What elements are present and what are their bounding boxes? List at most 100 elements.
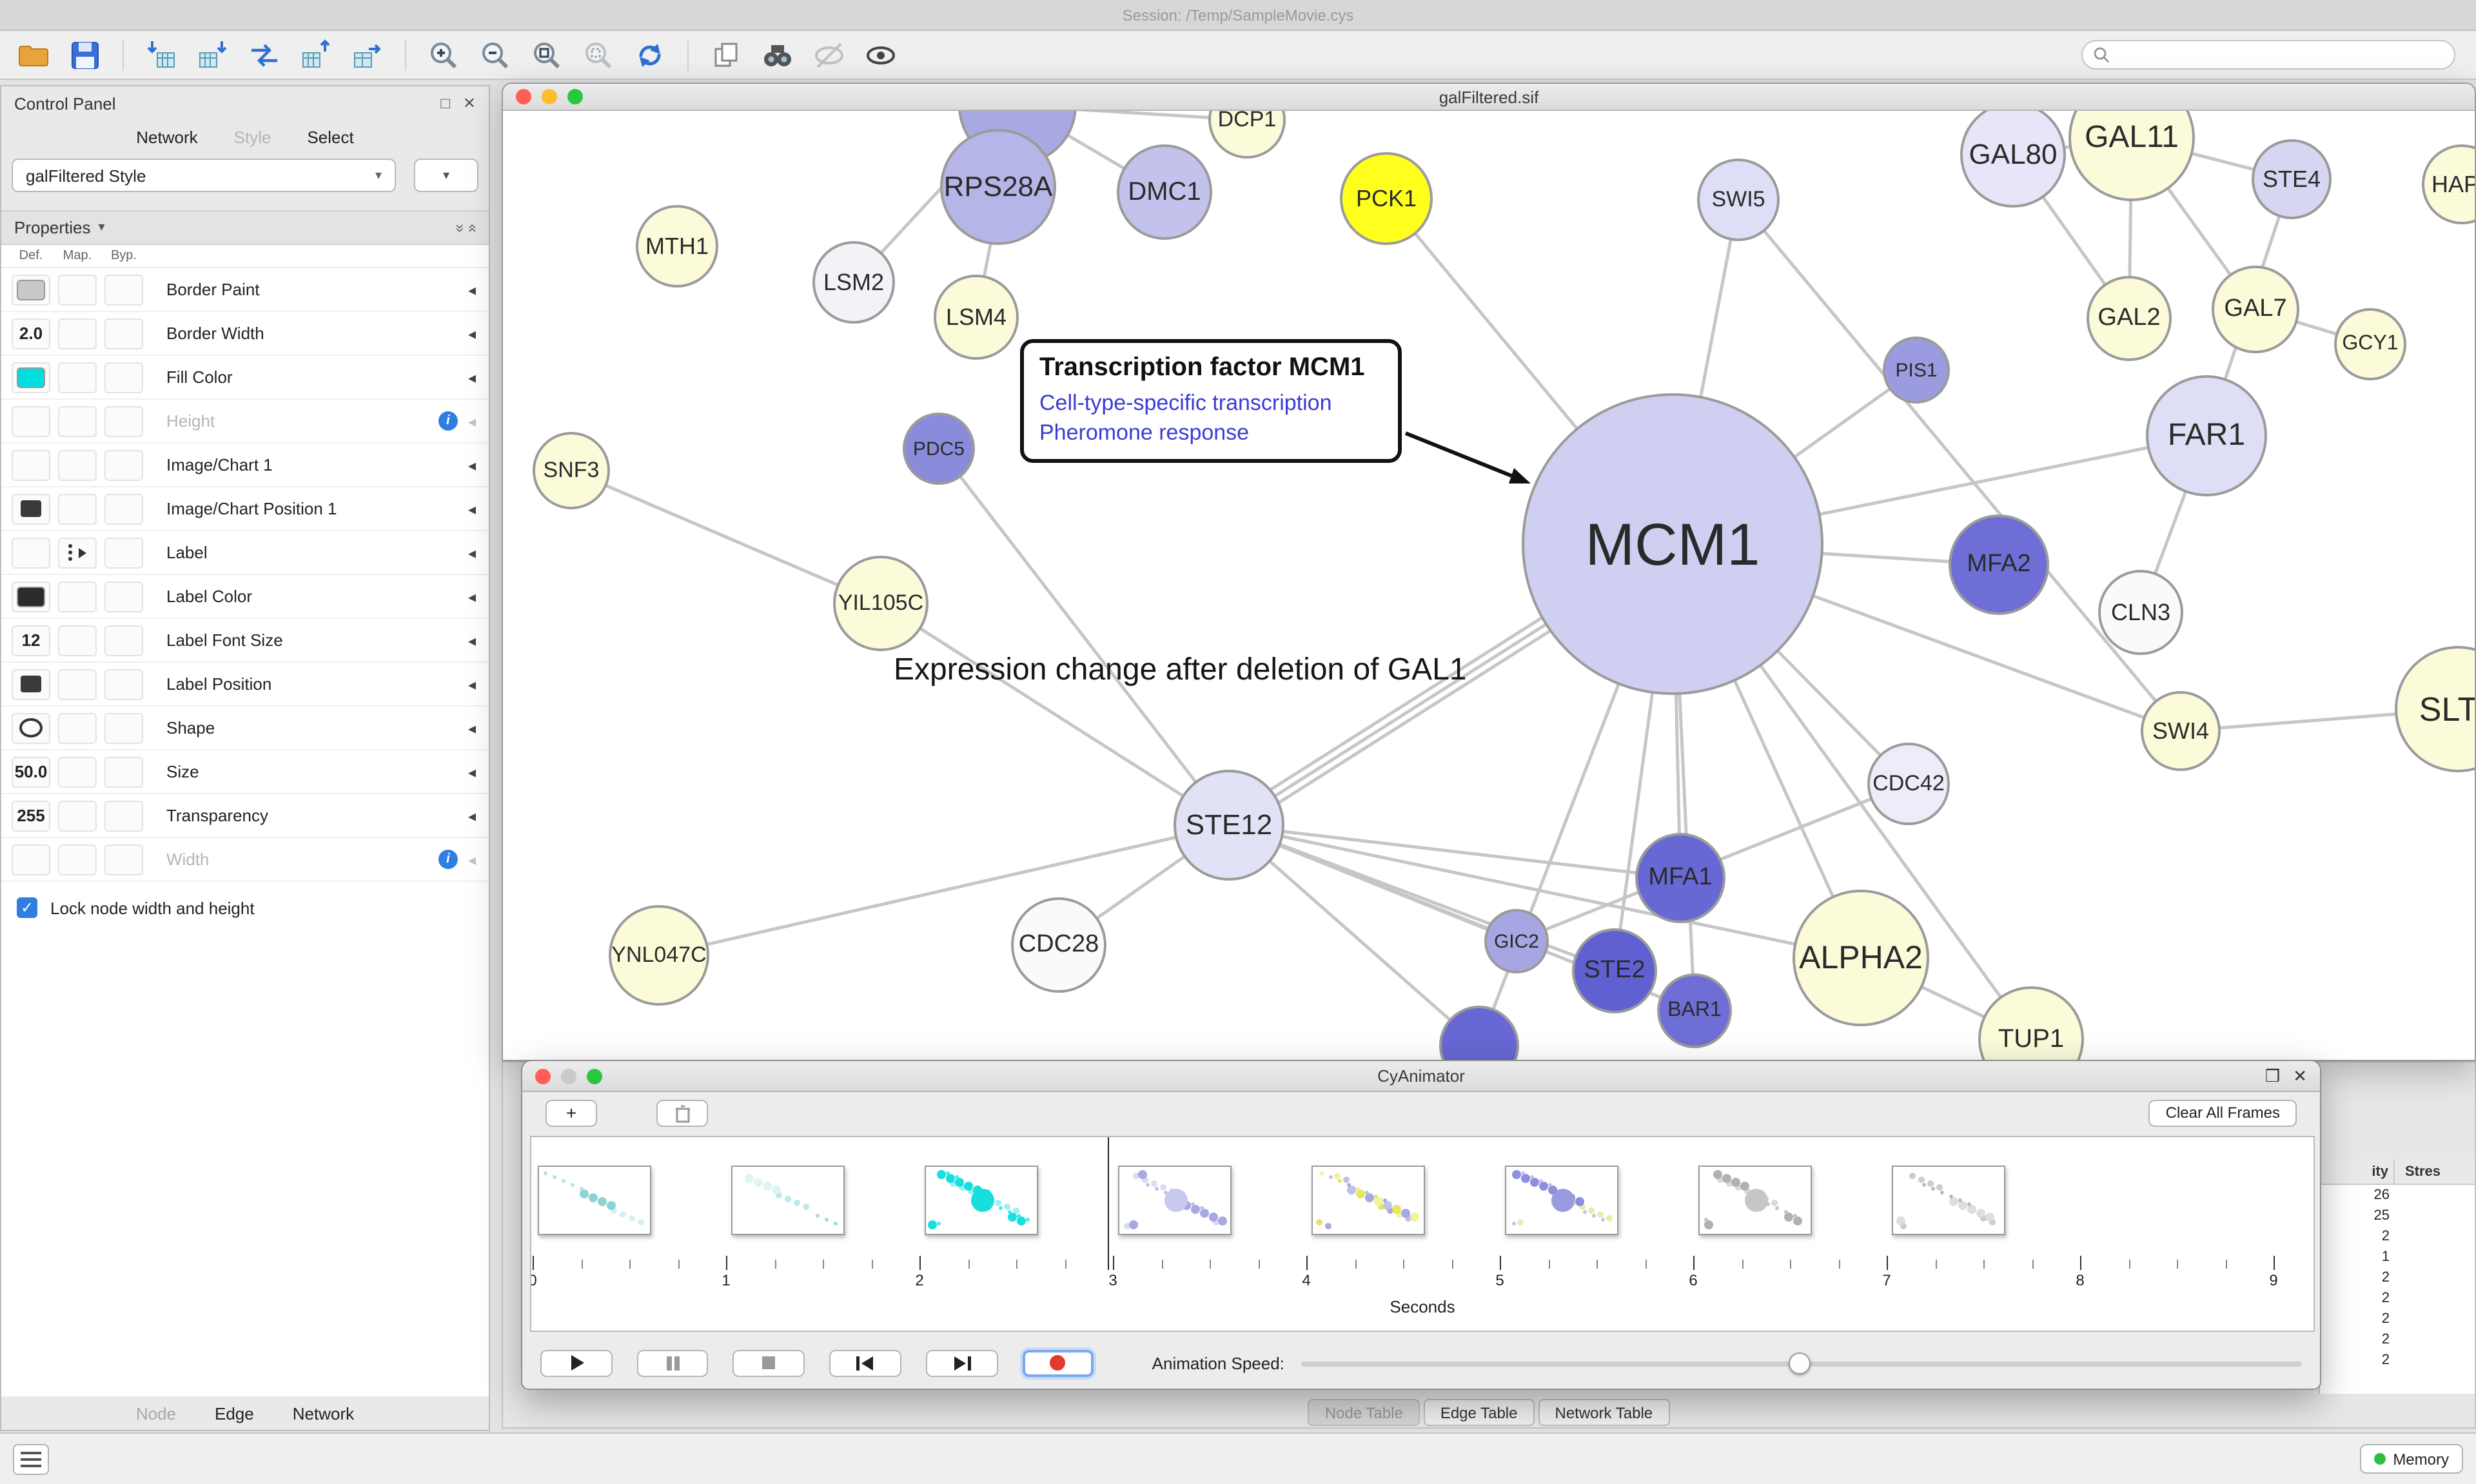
frame-thumbnail[interactable] (1892, 1166, 2005, 1235)
timeline[interactable]: Seconds 0123456789 (530, 1136, 2315, 1332)
cyanimator-titlebar[interactable]: CyAnimator ❒ ✕ (522, 1061, 2320, 1092)
bypass-cell[interactable] (104, 537, 143, 568)
animation-speed-slider[interactable] (1301, 1349, 2302, 1376)
search-input[interactable] (2117, 46, 2444, 64)
tab-select[interactable]: Select (307, 127, 354, 146)
expand-arrow-icon[interactable]: ◂ (467, 456, 476, 474)
expand-arrow-icon[interactable]: ◂ (467, 631, 476, 649)
property-row[interactable]: Label Color◂ (1, 575, 489, 619)
network-node[interactable]: ALPHA2 (1793, 890, 1929, 1026)
network-node[interactable]: CDC42 (1867, 743, 1950, 825)
bypass-cell[interactable] (104, 625, 143, 656)
mapping-cell[interactable] (58, 669, 97, 699)
frame-thumbnail[interactable] (1312, 1166, 1425, 1235)
network-node[interactable]: YNL047C (609, 905, 709, 1006)
network-window-titlebar[interactable]: galFiltered.sif (503, 84, 2475, 111)
network-node[interactable]: DMC1 (1117, 144, 1212, 240)
properties-header[interactable]: Properties ▾ »» (1, 211, 489, 245)
mapping-cell[interactable] (58, 493, 97, 524)
record-button[interactable] (1022, 1349, 1094, 1376)
network-node[interactable]: RPS28A (940, 129, 1056, 245)
bypass-cell[interactable] (104, 800, 143, 831)
frame-thumbnail[interactable] (1118, 1166, 1232, 1235)
minimize-window-icon[interactable] (561, 1068, 576, 1084)
zoom-out-icon[interactable] (472, 35, 518, 74)
bypass-cell[interactable] (104, 318, 143, 349)
expand-arrow-icon[interactable]: ◂ (467, 543, 476, 561)
expand-arrow-icon[interactable]: ◂ (467, 806, 476, 825)
frame-thumbnail[interactable] (731, 1166, 845, 1235)
network-node[interactable]: GAL2 (2087, 276, 2172, 361)
network-node[interactable]: PDC5 (903, 413, 975, 485)
default-value-cell[interactable] (12, 274, 50, 305)
bypass-cell[interactable] (104, 844, 143, 875)
expand-arrow-icon[interactable]: ◂ (467, 850, 476, 868)
close-window-icon[interactable] (535, 1068, 551, 1084)
default-value-cell[interactable]: 12 (12, 625, 50, 656)
open-session-icon[interactable] (10, 35, 57, 74)
network-node[interactable]: SWI4 (2141, 691, 2221, 771)
style-dropdown[interactable]: galFiltered Style ▾ (12, 159, 396, 192)
expand-arrow-icon[interactable]: ◂ (467, 324, 476, 342)
tab-edge-table[interactable]: Edge Table (1423, 1399, 1535, 1426)
bypass-cell[interactable] (104, 405, 143, 436)
default-value-cell[interactable] (12, 449, 50, 480)
float-panel-icon[interactable]: □ (440, 94, 450, 112)
expand-arrow-icon[interactable]: ◂ (467, 412, 476, 430)
default-value-cell[interactable] (12, 362, 50, 393)
expand-arrow-icon[interactable]: ◂ (467, 719, 476, 737)
table-row[interactable]: 2 (2320, 1226, 2475, 1247)
frame-thumbnail[interactable] (538, 1166, 651, 1235)
network-node[interactable]: MTH1 (636, 205, 718, 288)
network-node[interactable]: SNF3 (533, 432, 610, 509)
show-panel-icon[interactable] (858, 35, 904, 74)
mapping-cell[interactable] (58, 800, 97, 831)
table-row[interactable]: 26 (2320, 1185, 2475, 1206)
expand-arrow-icon[interactable]: ◂ (467, 280, 476, 298)
mapping-cell[interactable] (58, 318, 97, 349)
mapping-cell[interactable] (58, 844, 97, 875)
frame-thumbnail[interactable] (925, 1166, 1038, 1235)
mapping-cell[interactable] (58, 712, 97, 743)
search-network-icon[interactable] (754, 35, 801, 74)
default-value-cell[interactable] (12, 581, 50, 612)
memory-button[interactable]: Memory (2359, 1444, 2463, 1474)
save-session-icon[interactable] (62, 35, 108, 74)
add-frame-button[interactable]: + (545, 1099, 597, 1126)
default-value-cell[interactable] (12, 405, 50, 436)
zoom-window-icon[interactable] (567, 89, 583, 104)
property-row[interactable]: Fill Color◂ (1, 356, 489, 400)
property-row[interactable]: Image/Chart Position 1◂ (1, 487, 489, 531)
table-row[interactable]: 2 (2320, 1288, 2475, 1309)
delete-frame-button[interactable] (656, 1099, 708, 1126)
tab-network-table[interactable]: Network Table (1538, 1399, 1670, 1426)
network-node[interactable]: GAL80 (1960, 111, 2066, 208)
default-value-cell[interactable]: 255 (12, 800, 50, 831)
mapping-cell[interactable] (58, 362, 97, 393)
column-header[interactable]: Stres (2405, 1164, 2441, 1179)
table-row[interactable]: 2 (2320, 1350, 2475, 1371)
network-node[interactable]: STE2 (1572, 928, 1657, 1013)
clear-all-frames-button[interactable]: Clear All Frames (2148, 1099, 2297, 1126)
bypass-cell[interactable] (104, 274, 143, 305)
column-header[interactable]: ity (2320, 1159, 2395, 1184)
network-node[interactable]: SWI5 (1697, 159, 1780, 241)
close-panel-icon[interactable]: ✕ (462, 94, 476, 112)
lock-size-row[interactable]: ✓ Lock node width and height (1, 882, 489, 933)
network-node[interactable]: CDC28 (1011, 897, 1106, 993)
skip-start-button[interactable] (829, 1349, 901, 1376)
default-value-cell[interactable]: 2.0 (12, 318, 50, 349)
default-value-cell[interactable] (12, 493, 50, 524)
collapse-expand-icons[interactable]: »» (451, 223, 481, 232)
tab-edge-style[interactable]: Edge (215, 1403, 254, 1423)
bypass-cell[interactable] (104, 449, 143, 480)
network-node[interactable]: FAR1 (2146, 375, 2267, 496)
network-node[interactable]: PCK1 (1340, 152, 1433, 245)
network-node[interactable]: GIC2 (1484, 909, 1549, 973)
hide-panel-icon[interactable] (806, 35, 852, 74)
